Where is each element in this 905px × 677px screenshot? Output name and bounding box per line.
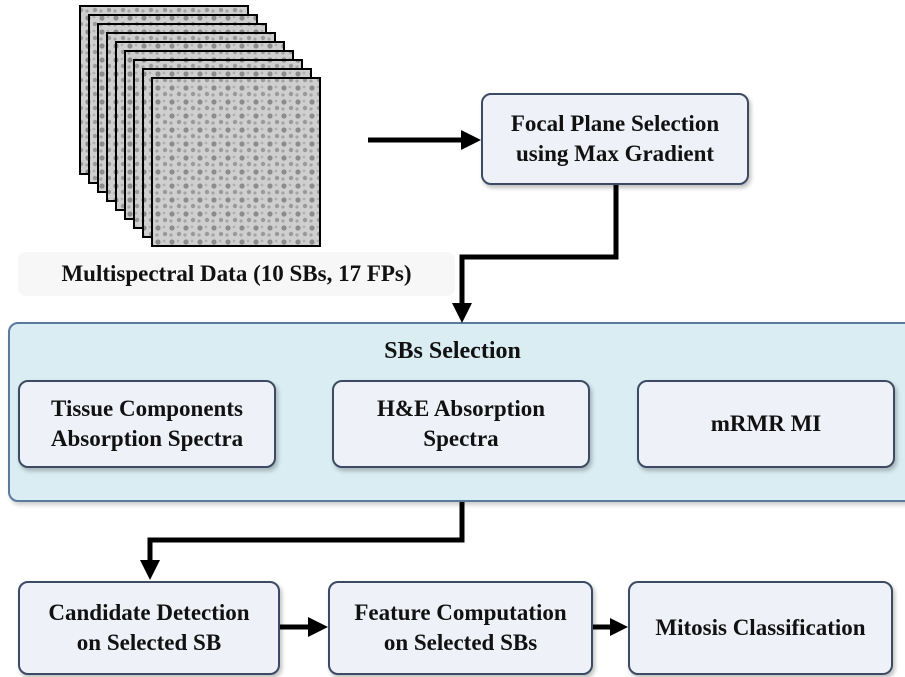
he-absorption-box: H&E Absorption Spectra — [332, 380, 590, 468]
focal-plane-line1: Focal Plane Selection — [510, 111, 720, 136]
method-label: mRMR MI — [710, 411, 822, 436]
focal-plane-line2: using Max Gradient — [515, 141, 715, 166]
method-line2: Spectra — [423, 426, 499, 451]
arrowhead-icon — [140, 560, 160, 580]
mrmr-mi-box: mRMR MI — [637, 380, 895, 468]
tissue-components-box: Tissue Components Absorption Spectra — [18, 380, 276, 468]
arrowhead-icon — [610, 618, 628, 636]
method-line1: Tissue Components — [51, 396, 243, 421]
input-data-caption: Multispectral Data (10 SBs, 17 FPs) — [18, 252, 455, 296]
candidate-detection-box: Candidate Detection on Selected SB — [18, 581, 280, 675]
step-line1: Feature Computation — [354, 600, 567, 625]
step-label: Mitosis Classification — [655, 615, 866, 640]
sb-selection-title: SBs Selection — [384, 338, 521, 364]
arrow-focal-to-sb — [459, 185, 619, 305]
arrowhead-icon — [308, 617, 328, 637]
step-line1: Candidate Detection — [48, 600, 250, 625]
arrowhead-icon — [461, 130, 481, 150]
step-line2: on Selected SB — [76, 630, 222, 655]
step-line2: on Selected SBs — [383, 630, 538, 655]
feature-computation-box: Feature Computation on Selected SBs — [328, 581, 593, 675]
focal-plane-selection-box: Focal Plane Selection using Max Gradient — [481, 93, 749, 185]
arrow-sb-to-candidate — [147, 502, 465, 562]
mitosis-classification-box: Mitosis Classification — [628, 581, 893, 675]
method-line1: H&E Absorption — [376, 396, 546, 421]
method-line2: Absorption Spectra — [50, 426, 244, 451]
multispectral-image-stack — [79, 5, 321, 247]
arrowhead-icon — [452, 303, 472, 323]
image-frame — [151, 77, 321, 247]
